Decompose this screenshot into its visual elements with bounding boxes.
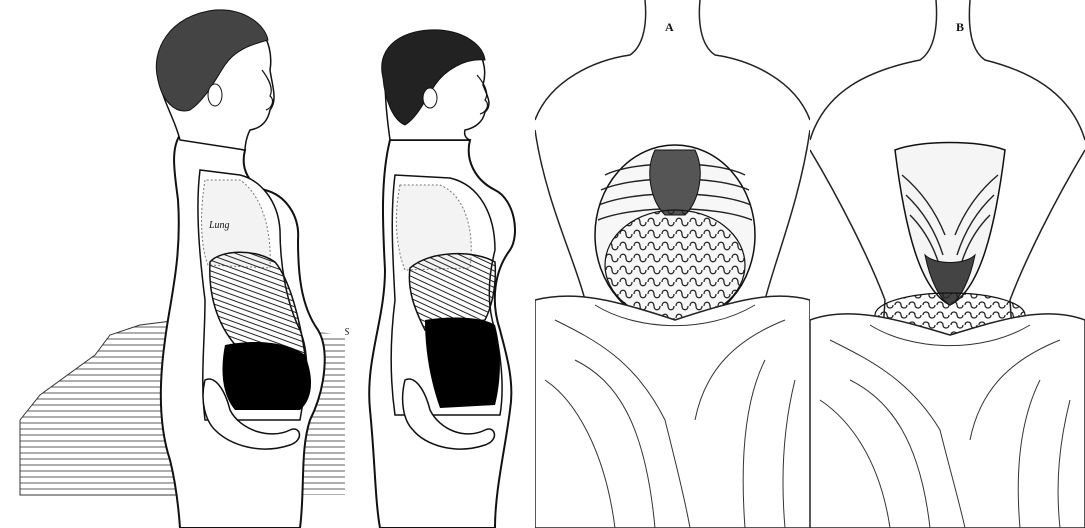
front-b-drawing: [810, 0, 1085, 528]
monogram-label: DS: [345, 327, 349, 338]
lung-label: Lung: [209, 220, 230, 231]
profile-natural-drawing: [345, 0, 535, 528]
panel-front-a: A: [535, 0, 810, 528]
panel-profile-corseted: Lung: [0, 0, 345, 528]
front-a-drawing: [535, 0, 810, 528]
panel-a-letter: A: [665, 20, 674, 35]
panel-profile-natural: DS: [345, 0, 535, 528]
profile-corseted-drawing: [0, 0, 345, 528]
panel-b-letter: B: [956, 20, 964, 35]
panel-front-b: B: [810, 0, 1085, 528]
